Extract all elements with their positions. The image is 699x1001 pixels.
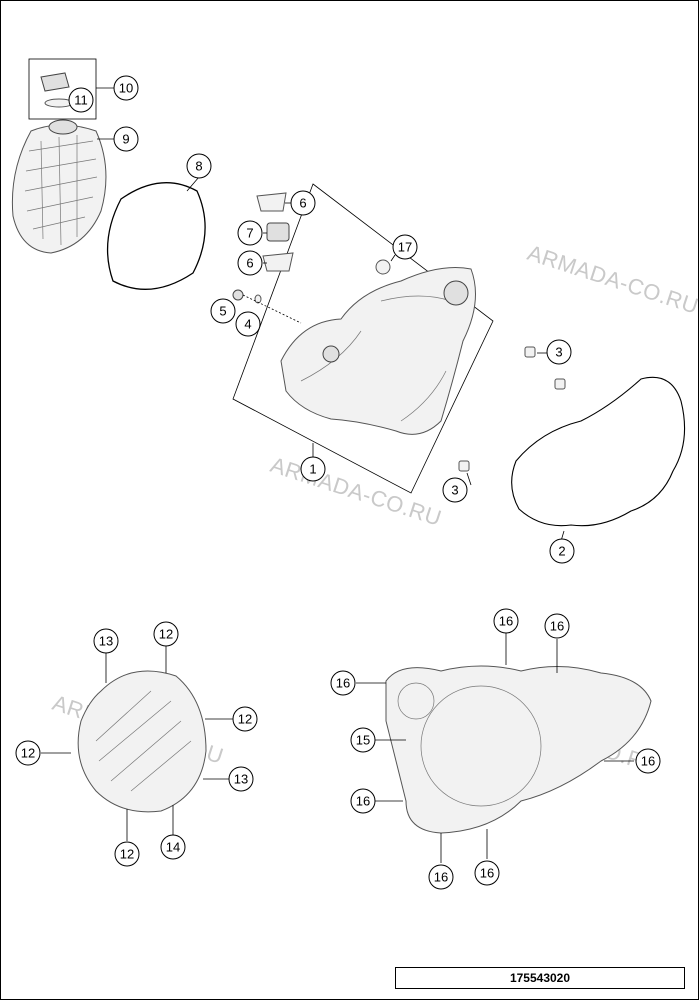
callout-3-upper: 3: [546, 339, 572, 365]
callout-label: 17: [398, 240, 412, 255]
callout-16-top-left: 16: [493, 608, 519, 634]
callout-16-mid-left: 16: [350, 788, 376, 814]
callout-12-left: 12: [15, 740, 41, 766]
callout-11: 11: [68, 87, 94, 113]
callout-label: 16: [336, 676, 350, 691]
callout-label: 3: [555, 345, 562, 360]
callout-label: 12: [159, 627, 173, 642]
callout-15: 15: [350, 727, 376, 753]
callout-label: 1: [309, 462, 316, 477]
callout-13-top: 13: [93, 628, 119, 654]
callout-label: 7: [246, 226, 253, 241]
dowel-pins: [458, 346, 566, 486]
clutch-cover-assembly: [232, 183, 494, 494]
callout-14: 14: [160, 834, 186, 860]
watermark: ARMADA-CO.RU: [524, 240, 699, 319]
callout-label: 13: [234, 772, 248, 787]
outer-cover-fastener-view: [41, 645, 233, 841]
callout-12-bottom: 12: [114, 841, 140, 867]
callout-label: 12: [238, 712, 252, 727]
filler-plug: [40, 72, 70, 92]
callout-6-lower: 6: [237, 250, 263, 276]
part-number-label: 175543020: [395, 967, 685, 989]
callout-label: 13: [99, 634, 113, 649]
callout-16-right: 16: [635, 748, 661, 774]
cover-gasket: [511, 376, 686, 527]
callout-12-right: 12: [232, 706, 258, 732]
callout-label: 6: [246, 256, 253, 271]
screw: [232, 289, 244, 301]
callout-label: 16: [356, 794, 370, 809]
callout-16-bottom-right: 16: [474, 860, 500, 886]
callout-3-lower: 3: [442, 477, 468, 503]
callout-label: 11: [74, 93, 88, 108]
callout-10: 10: [113, 75, 139, 101]
callout-16-bottom-left: 16: [428, 864, 454, 890]
callout-label: 10: [119, 81, 133, 96]
callout-9: 9: [113, 126, 139, 152]
callout-label: 5: [219, 304, 226, 319]
callout-label: 16: [641, 754, 655, 769]
washer: [254, 294, 262, 304]
callout-label: 14: [166, 840, 180, 855]
callout-8: 8: [186, 153, 212, 179]
callout-label: 4: [244, 317, 251, 332]
callout-16-left: 16: [330, 670, 356, 696]
callout-7: 7: [237, 220, 263, 246]
callout-label: 12: [21, 746, 35, 761]
callout-label: 8: [195, 159, 202, 174]
callout-label: 16: [434, 870, 448, 885]
outer-clutch-cover: [11, 119, 114, 254]
cover-gasket-ring: [106, 182, 206, 290]
callout-label: 15: [356, 733, 370, 748]
rubber-seal: [266, 222, 290, 242]
callout-label: 16: [550, 619, 564, 634]
callout-2: 2: [549, 538, 575, 564]
callout-5: 5: [210, 298, 236, 324]
callout-4: 4: [235, 311, 261, 337]
callout-6-upper: 6: [290, 190, 316, 216]
callout-13-right: 13: [228, 766, 254, 792]
callout-17: 17: [392, 234, 418, 260]
callout-label: 2: [558, 544, 565, 559]
filler-plug-group: [28, 58, 114, 120]
callout-16-top-right: 16: [544, 613, 570, 639]
crankcase-fastener-view: [356, 633, 652, 863]
plug-seal: [375, 259, 391, 275]
callout-label: 9: [122, 132, 129, 147]
seal-cap-upper: [256, 192, 287, 212]
callout-label: 3: [451, 483, 458, 498]
callout-1: 1: [300, 456, 326, 482]
callout-label: 16: [480, 866, 494, 881]
callout-12-top: 12: [153, 621, 179, 647]
callout-label: 16: [499, 614, 513, 629]
callout-label: 6: [299, 196, 306, 211]
small-parts: [232, 192, 396, 324]
callout-label: 12: [120, 847, 134, 862]
seal-cap-lower: [262, 252, 294, 272]
